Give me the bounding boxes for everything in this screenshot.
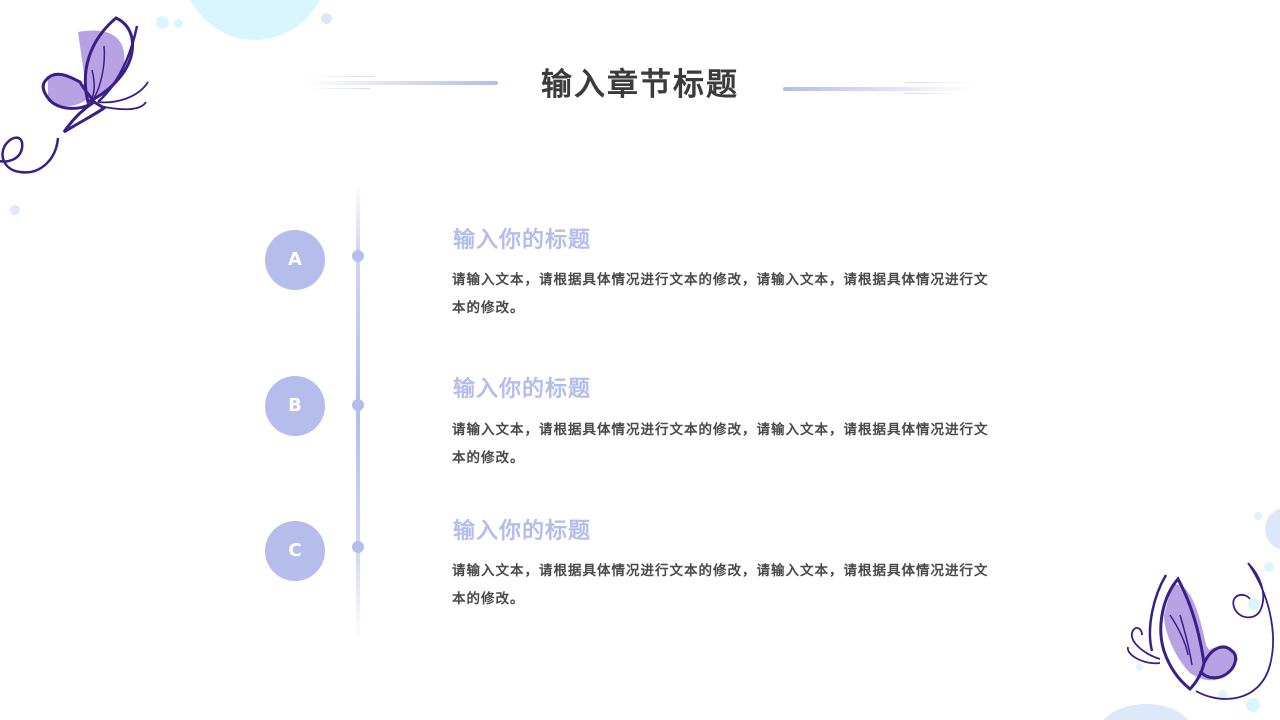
decor-dot bbox=[10, 205, 20, 215]
badge-c[interactable]: C bbox=[265, 521, 325, 581]
item-title[interactable]: 输入你的标题 bbox=[453, 519, 592, 544]
decor-dot bbox=[1254, 512, 1262, 520]
title-deco-line bbox=[304, 76, 374, 77]
decor-dot bbox=[156, 16, 169, 29]
title-deco-line bbox=[310, 88, 370, 89]
butterfly-icon bbox=[1127, 562, 1274, 700]
decor-bubble bbox=[1265, 508, 1280, 550]
title-deco-line bbox=[304, 81, 498, 85]
item-description[interactable]: 请输入文本，请根据具体情况进行文本的修改，请输入文本，请根据具体情况进行文本的修… bbox=[452, 563, 989, 607]
decor-bubble-bottom bbox=[1098, 704, 1194, 720]
decor-dot bbox=[1218, 690, 1228, 700]
title-deco-line bbox=[905, 93, 965, 94]
butterfly-icon bbox=[0, 16, 149, 174]
title-deco-line bbox=[783, 87, 973, 91]
decor-dot bbox=[1264, 562, 1274, 572]
timeline-line bbox=[356, 182, 360, 640]
badge-a[interactable]: A bbox=[265, 230, 325, 290]
title-deco-line bbox=[905, 82, 975, 83]
decor-dot bbox=[321, 13, 332, 24]
decor-dot bbox=[1136, 664, 1143, 671]
item-description[interactable]: 请输入文本，请根据具体情况进行文本的修改，请输入文本，请根据具体情况进行文本的修… bbox=[452, 272, 989, 316]
item-title[interactable]: 输入你的标题 bbox=[453, 228, 592, 253]
header: 输入章节标题 bbox=[0, 62, 1280, 108]
timeline-node bbox=[352, 250, 364, 262]
timeline-node bbox=[352, 541, 364, 553]
item-description[interactable]: 请输入文本，请根据具体情况进行文本的修改，请输入文本，请根据具体情况进行文本的修… bbox=[452, 422, 989, 466]
decor-dot bbox=[1248, 598, 1260, 610]
badge-b[interactable]: B bbox=[265, 376, 325, 436]
decor-dot bbox=[174, 19, 183, 28]
item-title[interactable]: 输入你的标题 bbox=[453, 377, 592, 402]
decor-dot bbox=[1246, 698, 1260, 712]
timeline-node bbox=[352, 399, 364, 411]
decor-bubble-top bbox=[180, 0, 330, 40]
page-title[interactable]: 输入章节标题 bbox=[541, 67, 739, 103]
